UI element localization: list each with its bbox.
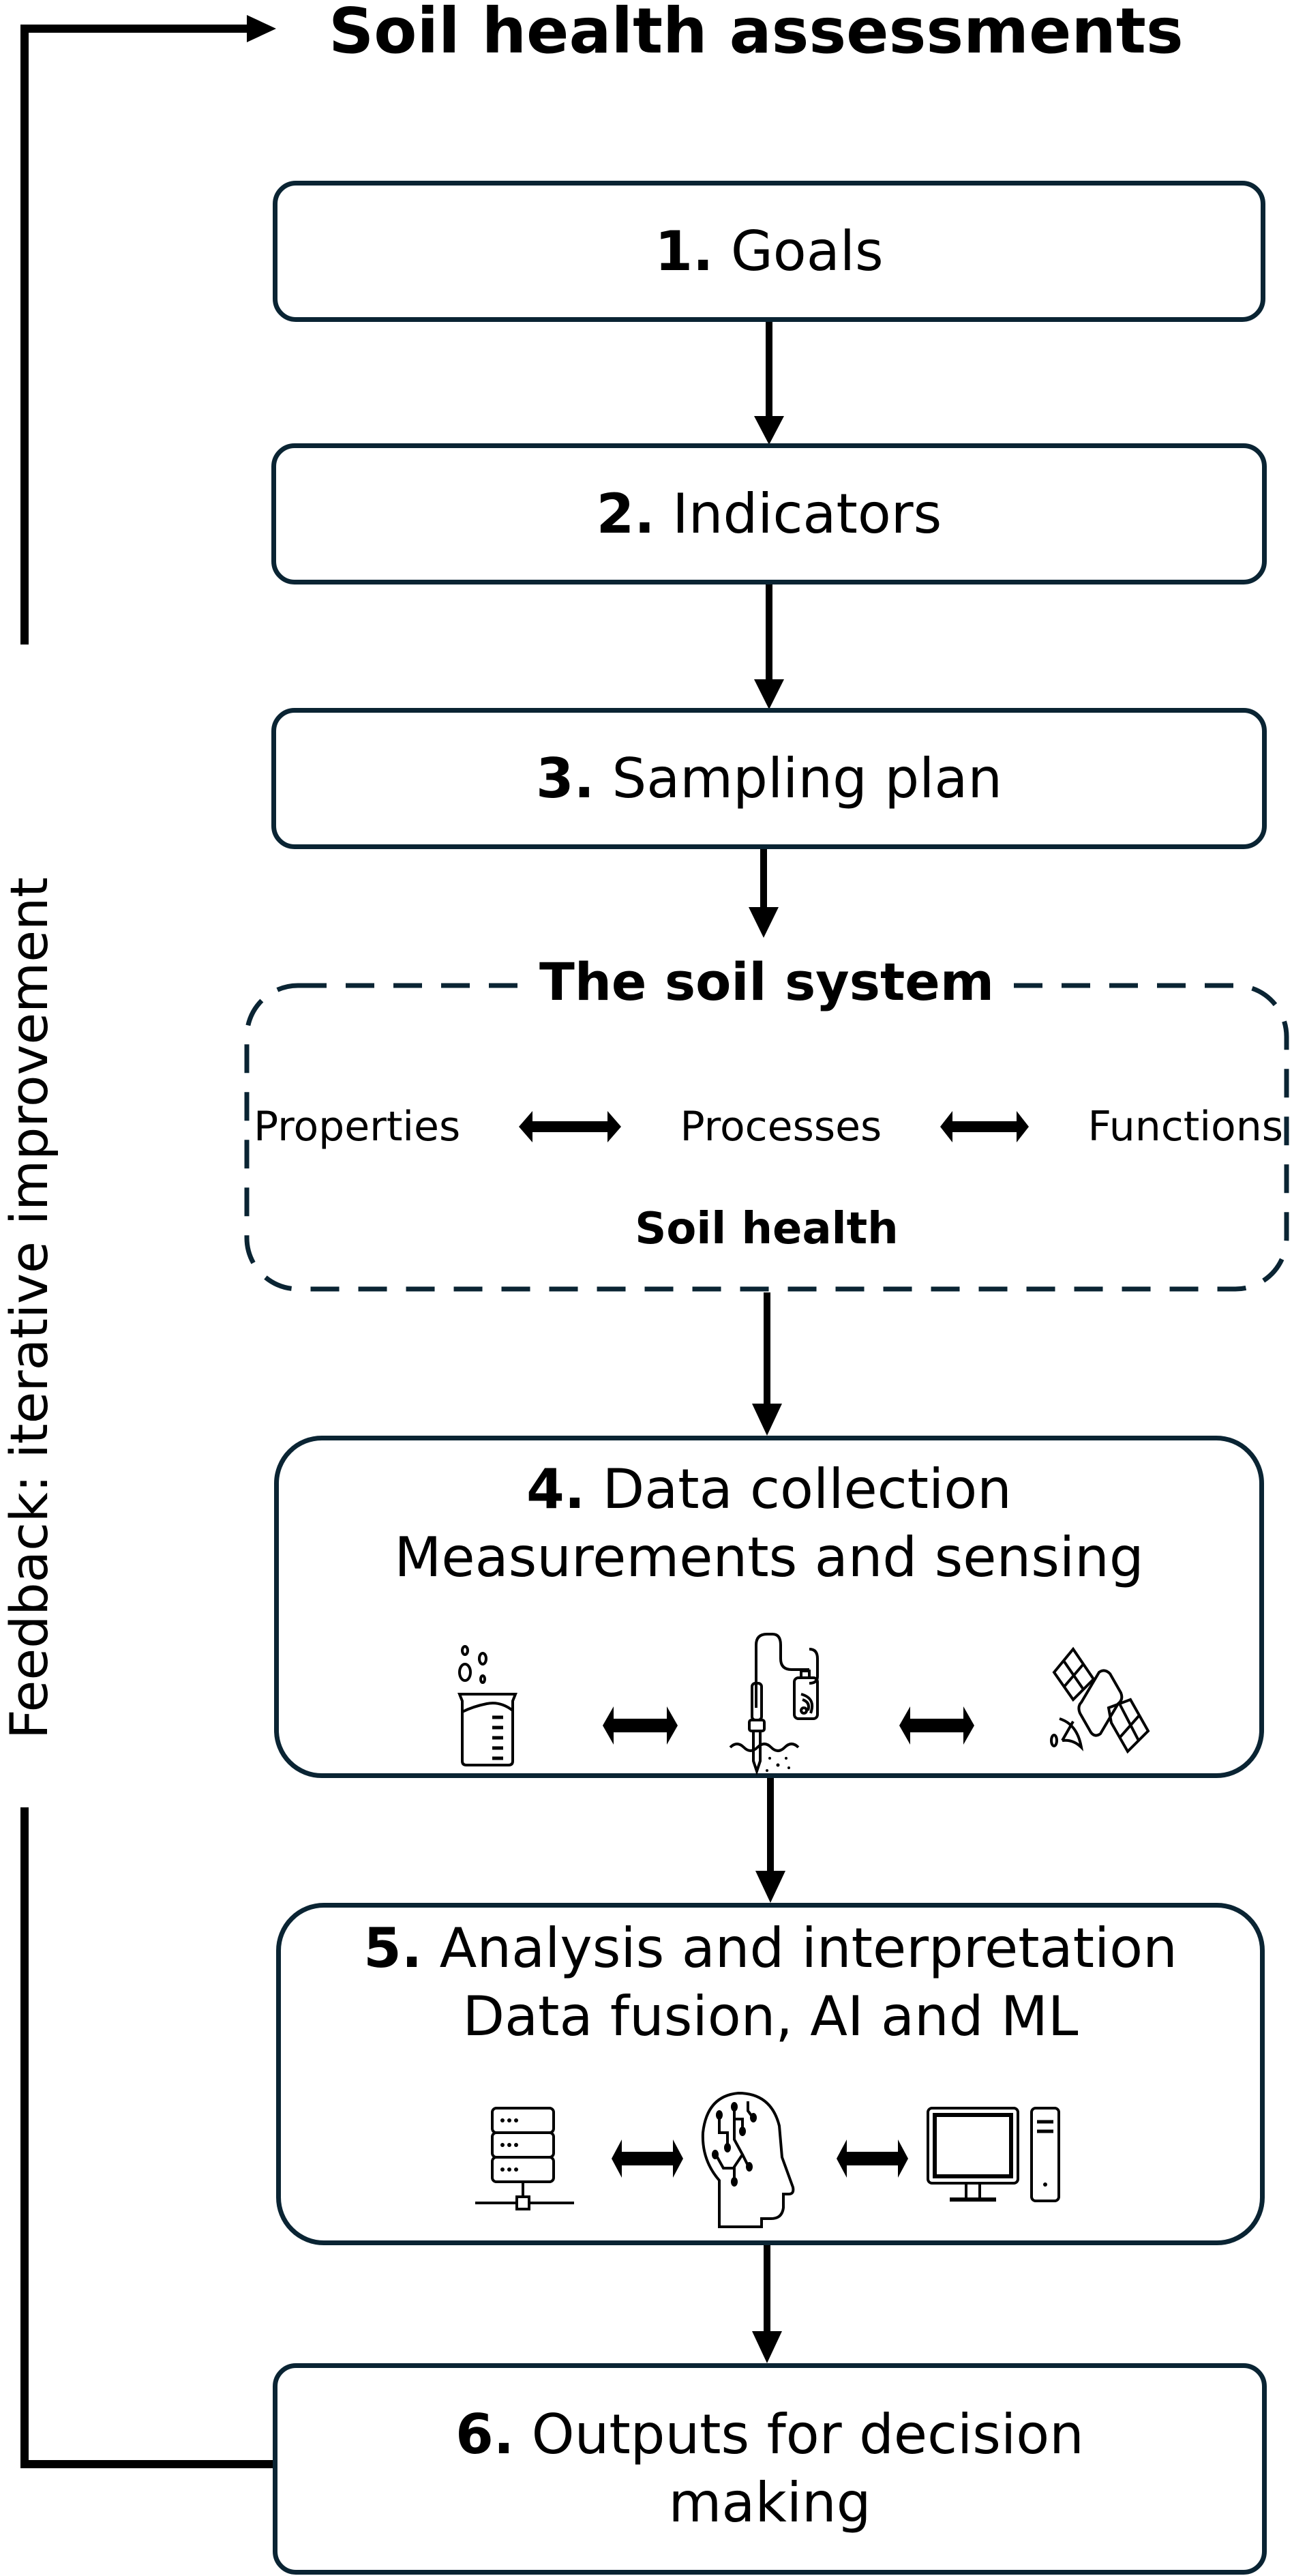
step-label: Outputs for decision xyxy=(531,2403,1084,2466)
arrow-2-3 xyxy=(754,583,784,709)
double-arrow-icon xyxy=(837,2140,908,2178)
ai-head-icon xyxy=(701,2091,795,2228)
step-sampling-plan: 3. Sampling plan xyxy=(271,708,1267,849)
step-number: 1. xyxy=(655,219,714,283)
soil-system: The soil system Properties Processes Fun… xyxy=(247,951,1287,1292)
double-arrow-icon xyxy=(603,1706,678,1745)
step-number: 4. xyxy=(526,1457,586,1521)
step-analysis: 5. Analysis and interpretation Data fusi… xyxy=(276,1903,1265,2245)
arrow-3-system xyxy=(749,849,779,938)
step-label: Indicators xyxy=(672,482,942,546)
item-processes: Processes xyxy=(680,1103,882,1151)
double-arrow-icon xyxy=(519,1111,622,1142)
icon-row xyxy=(279,1633,1259,1776)
step-label-line2: making xyxy=(668,2471,871,2534)
beaker-icon xyxy=(457,1645,517,1766)
step-outputs: 6. Outputs for decision making xyxy=(273,2363,1267,2575)
step-label: Goals xyxy=(730,219,884,283)
soil-system-title: The soil system xyxy=(526,951,1007,1012)
arrow-4-5 xyxy=(755,1777,785,1903)
item-properties: Properties xyxy=(254,1103,461,1151)
feedback-loop-line-bottom xyxy=(20,1807,273,2468)
step-number: 3. xyxy=(535,746,595,810)
soil-system-dashed-border xyxy=(244,983,1289,1292)
feedback-arrowhead xyxy=(247,15,276,42)
arrow-5-6 xyxy=(752,2244,782,2363)
arrow-1-2 xyxy=(754,321,784,445)
double-arrow-icon xyxy=(899,1706,974,1745)
item-functions: Functions xyxy=(1087,1103,1283,1151)
page-title: Soil health assessments xyxy=(329,0,1184,68)
satellite-icon xyxy=(1050,1646,1150,1754)
step-label: Analysis and interpretation xyxy=(439,1916,1177,1980)
step-data-collection: 4. Data collection Measurements and sens… xyxy=(274,1436,1264,1778)
feedback-label: Feedback: iterative improvement xyxy=(0,877,59,1739)
double-arrow-icon xyxy=(940,1111,1030,1142)
soil-probe-sensor-icon xyxy=(729,1633,819,1776)
step-subtitle: Data fusion, AI and ML xyxy=(462,1985,1079,2048)
feedback-loop-line-top xyxy=(20,25,252,645)
step-goals: 1. Goals xyxy=(273,181,1265,322)
step-label: Sampling plan xyxy=(612,746,1003,810)
step-number: 5. xyxy=(363,1916,423,1980)
soil-system-subtitle: Soil health xyxy=(635,1204,899,1254)
step-indicators: 2. Indicators xyxy=(271,443,1267,584)
step-subtitle: Measurements and sensing xyxy=(394,1526,1144,1589)
step-label: Data collection xyxy=(602,1457,1012,1521)
double-arrow-icon xyxy=(612,2140,683,2178)
soil-system-items: Properties Processes Functions xyxy=(254,1103,1283,1151)
desktop-computer-icon xyxy=(927,2107,1060,2202)
server-database-icon xyxy=(475,2107,574,2210)
arrow-system-4 xyxy=(752,1292,782,1436)
step-number: 2. xyxy=(596,482,655,546)
icon-row xyxy=(281,2091,1260,2228)
step-number: 6. xyxy=(455,2403,515,2466)
